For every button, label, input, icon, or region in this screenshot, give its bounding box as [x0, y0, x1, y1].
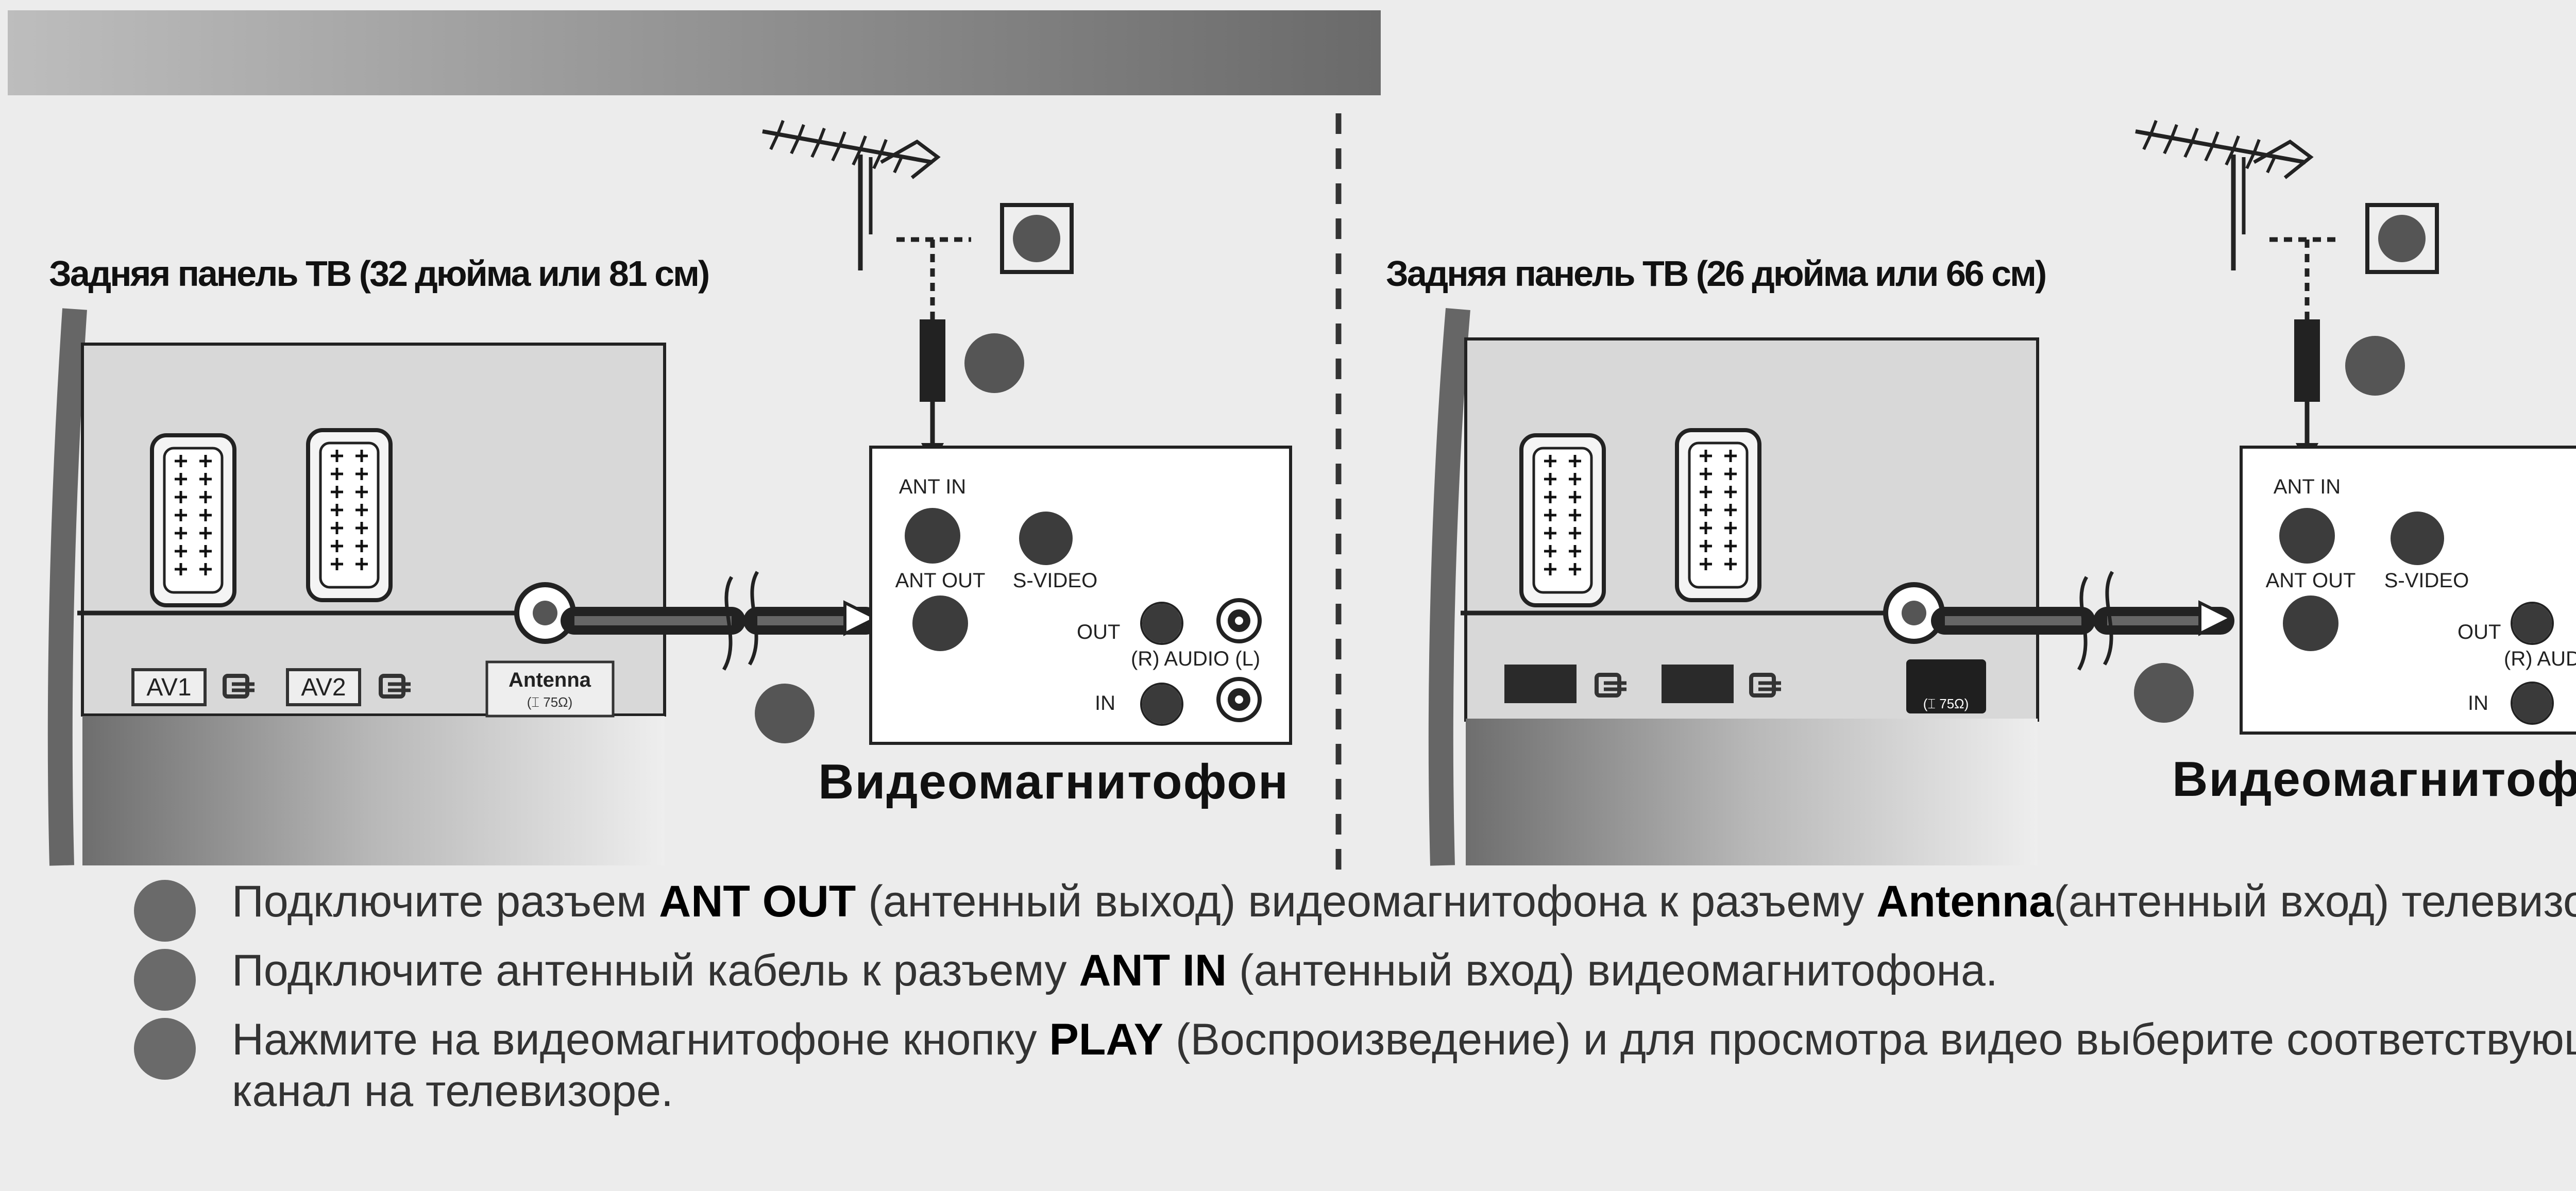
vcr-in-label: IN: [2468, 692, 2488, 714]
right-panel: Задняя панель ТВ (26 дюйма или 66 см) (⌶…: [1386, 121, 2576, 866]
vcr-ant-in-jack: [905, 508, 960, 564]
instruction-text-part: (Воспроизведение) и для просмотра видео …: [232, 1015, 2576, 1116]
step-bullet-icon: [134, 949, 196, 1011]
vcr-title: Видеомагнитофон: [2172, 752, 2576, 807]
antenna-badge: [1906, 659, 1986, 713]
instruction-text: Подключите разъем ANT OUT (антенный выхо…: [232, 876, 2576, 927]
instruction-text-part: Подключите разъем: [232, 877, 659, 926]
instruction-text-part: (антенный вход) телевизора.: [2054, 877, 2576, 926]
instruction-keyword: ANT IN: [1079, 946, 1227, 995]
vcr-svideo-jack: [2391, 512, 2444, 565]
vcr-svideo-jack: [1019, 512, 1073, 565]
instruction-text-part: (антенный выход) видеомагнитофона к разъ…: [856, 877, 1877, 926]
connection-diagram: Задняя панель ТВ (32 дюйма или 81 см) AV…: [8, 10, 2576, 871]
av2-label: AV2: [301, 674, 346, 701]
vcr-audio-out-l-jack: [1218, 600, 1260, 641]
step-marker: [755, 684, 815, 743]
scart-av2: [308, 430, 391, 600]
vcr-ant-out-label: ANT OUT: [2266, 569, 2356, 592]
antenna-impedance: (⌶ 75Ω): [1923, 696, 1969, 711]
vcr-ant-in-label: ANT IN: [899, 475, 966, 498]
vcr-audio-label: (R) AUDIO (L): [2504, 648, 2576, 670]
step-marker: [964, 333, 1024, 393]
instruction-step: Нажмите на видеомагнитофоне кнопку PLAY …: [129, 1014, 2576, 1117]
antenna-cable-dotted: [2269, 237, 2342, 319]
tv-edge: [1428, 308, 1470, 866]
instruction-text-part: (антенный вход) видеомагнитофона.: [1227, 946, 1998, 995]
step-bullet-icon: [134, 1018, 196, 1080]
instruction-list: Подключите разъем ANT OUT (антенный выхо…: [129, 876, 2576, 1134]
instruction-step: Подключите разъем ANT OUT (антенный выхо…: [129, 876, 2576, 942]
av1-badge: [131, 668, 207, 706]
antenna-icon: [2136, 121, 2311, 270]
vcr-svideo-label: S-VIDEO: [2384, 569, 2469, 592]
antenna-icon: [762, 121, 938, 270]
antenna-badge: [485, 660, 615, 718]
vcr-ant-in-label: ANT IN: [2274, 475, 2341, 498]
scart-av1: [1521, 435, 1604, 605]
vcr-out-label: OUT: [2458, 621, 2501, 643]
step-bullet-icon: [134, 880, 196, 942]
antenna-cable-dotted: [896, 237, 971, 319]
header-band: [8, 10, 1381, 95]
antenna-impedance: (⌶ 75Ω): [527, 694, 573, 710]
coax-cable: [1931, 571, 2234, 671]
scart-av1: [152, 435, 234, 605]
vcr-title: Видеомагнитофон: [818, 754, 1289, 809]
tv-lower-section: [82, 716, 665, 865]
left-panel: Задняя панель ТВ (32 дюйма или 81 см) AV…: [47, 121, 1292, 866]
tv-lower-section: [1466, 719, 2038, 865]
panel-title: Задняя панель ТВ (32 дюйма или 81 см): [49, 253, 708, 294]
instruction-step: Подключите антенный кабель к разъему ANT…: [129, 945, 2576, 1011]
tv-edge: [47, 308, 87, 866]
vcr-svideo-label: S-VIDEO: [1013, 569, 1097, 592]
av1-badge: [1504, 665, 1577, 703]
av1-label: AV1: [146, 674, 191, 701]
vcr-audio-in-r-jack: [2511, 682, 2554, 725]
vcr-in-label: IN: [1095, 692, 1115, 714]
vcr-ant-in-jack: [2279, 508, 2335, 564]
vcr-audio-in-r-jack: [1140, 683, 1183, 726]
instruction-keyword: Antenna: [1876, 877, 2054, 926]
vcr-ant-out-jack: [912, 596, 968, 651]
vcr-ant-out-label: ANT OUT: [895, 569, 986, 592]
step-marker: [2378, 215, 2426, 262]
vcr-out-label: OUT: [1077, 621, 1120, 643]
vcr-rear-panel: [2240, 446, 2576, 735]
instruction-text-part: Подключите антенный кабель к разъему: [232, 946, 1079, 995]
antenna-jack-core: [1902, 601, 1926, 625]
panel-title: Задняя панель ТВ (26 дюйма или 66 см): [1386, 253, 2045, 294]
av2-badge: [286, 668, 361, 706]
instruction-keyword: PLAY: [1049, 1015, 1163, 1064]
instruction-keyword: ANT OUT: [659, 877, 856, 926]
scart-av2: [1677, 430, 1759, 600]
instruction-text-part: Нажмите на видеомагнитофоне кнопку: [232, 1015, 1049, 1064]
vcr-audio-out-r-jack: [1140, 602, 1183, 645]
av2-badge: [1662, 665, 1734, 703]
instruction-text: Нажмите на видеомагнитофоне кнопку PLAY …: [232, 1014, 2576, 1117]
antenna-plug: [920, 319, 945, 402]
vcr-ant-out-jack: [2283, 596, 2338, 651]
antenna-jack-core: [533, 601, 557, 625]
step-marker: [1013, 215, 1060, 262]
vcr-audio-label: (R) AUDIO (L): [1131, 648, 1260, 670]
step-marker: [2134, 663, 2194, 723]
vcr-audio-out-r-jack: [2511, 602, 2554, 645]
vcr-audio-in-l-jack: [1218, 679, 1260, 720]
antenna-label: Antenna: [509, 669, 591, 691]
instruction-text: Подключите антенный кабель к разъему ANT…: [232, 945, 2576, 996]
antenna-plug: [2294, 319, 2320, 402]
step-marker: [2345, 336, 2405, 396]
coax-cable: [561, 571, 879, 671]
